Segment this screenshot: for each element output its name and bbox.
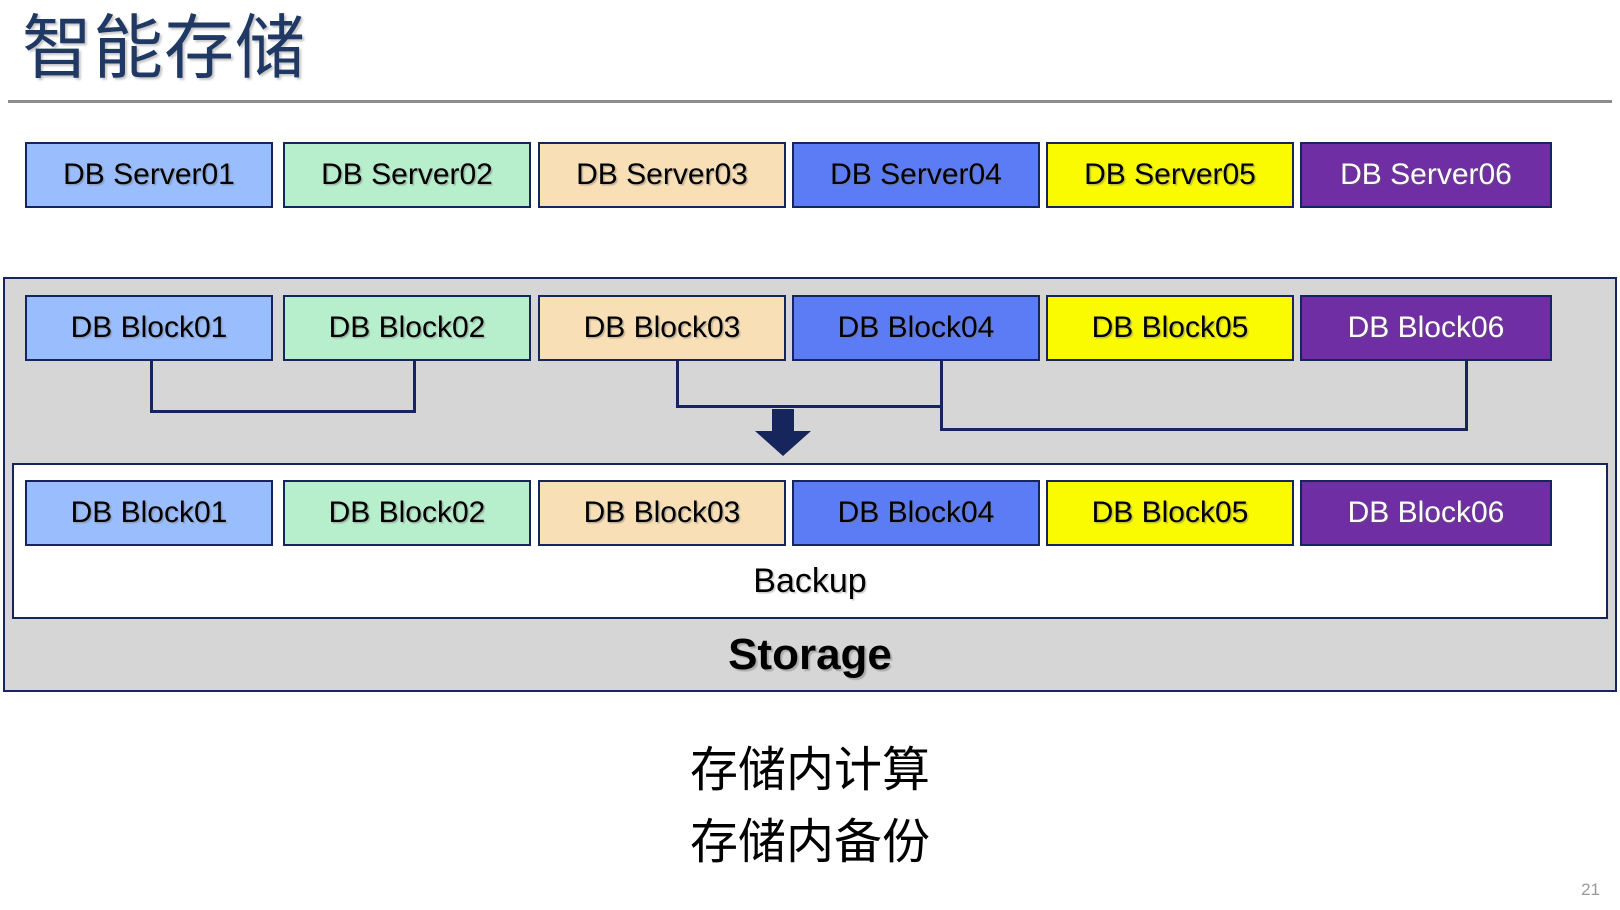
db-block-source-chip-3: DB Block03: [538, 295, 786, 361]
db-server-chip-3: DB Server03: [538, 142, 786, 208]
db-block-source-chip-4: DB Block04: [792, 295, 1040, 361]
db-block-source-chip-1: DB Block01: [25, 295, 273, 361]
db-block-backup-chip-label: DB Block03: [583, 496, 741, 529]
db-block-source-chip-6: DB Block06: [1300, 295, 1552, 361]
db-block-backup-chip-label: DB Block02: [328, 496, 486, 529]
db-block-backup-chip-2: DB Block02: [283, 480, 531, 546]
db-server-chip-4: DB Server04: [792, 142, 1040, 208]
db-block-source-chip-label: DB Block03: [583, 311, 741, 344]
db-block-source-chip-5: DB Block05: [1046, 295, 1294, 361]
db-block-backup-chip-1: DB Block01: [25, 480, 273, 546]
db-block-source-chip-label: DB Block04: [837, 311, 995, 344]
db-server-chip-label: DB Server06: [1340, 158, 1512, 191]
db-block-backup-chip-label: DB Block05: [1091, 496, 1249, 529]
page-number: 21: [1581, 880, 1600, 899]
db-block-backup-chip-label: DB Block01: [70, 496, 228, 529]
db-server-chip-label: DB Server02: [321, 158, 493, 191]
db-block-source-chip-label: DB Block01: [70, 311, 228, 344]
db-block-backup-chip-label: DB Block06: [1347, 496, 1505, 529]
db-server-chip-6: DB Server06: [1300, 142, 1552, 208]
db-block-source-chip-2: DB Block02: [283, 295, 531, 361]
page-title: 智能存储: [22, 9, 306, 87]
bracket-block01-block02-left: [150, 361, 153, 410]
bracket-block01-block02-right: [413, 361, 416, 410]
db-block-backup-chip-3: DB Block03: [538, 480, 786, 546]
db-server-chip-5: DB Server05: [1046, 142, 1294, 208]
db-server-chip-2: DB Server02: [283, 142, 531, 208]
db-block-backup-chip-6: DB Block06: [1300, 480, 1552, 546]
db-server-chip-label: DB Server01: [63, 158, 235, 191]
db-block-backup-chip-4: DB Block04: [792, 480, 1040, 546]
db-block-source-chip-label: DB Block05: [1091, 311, 1249, 344]
down-arrow-icon: [753, 409, 813, 457]
footer-line-1: 存储内计算: [689, 744, 930, 797]
bracket-block03-block04-bottom: [676, 405, 943, 408]
db-block-source-chip-label: DB Block06: [1347, 311, 1505, 344]
db-server-chip-1: DB Server01: [25, 142, 273, 208]
bracket-block05-block06-right: [1465, 361, 1468, 428]
db-server-chip-label: DB Server04: [830, 158, 1002, 191]
backup-label: Backup: [753, 562, 867, 600]
bracket-block05-block06-left: [940, 361, 943, 428]
bracket-block01-block02-bottom: [150, 410, 416, 413]
footer-line-2: 存储内备份: [689, 816, 930, 869]
footer-text: 存储内计算存储内备份: [0, 735, 1620, 879]
db-block-source-chip-label: DB Block02: [328, 311, 486, 344]
db-server-chip-label: DB Server03: [576, 158, 748, 191]
bracket-block03-block04-left: [676, 361, 679, 405]
db-server-chip-label: DB Server05: [1084, 158, 1256, 191]
title-divider: [8, 100, 1612, 103]
bracket-block05-block06-bottom: [940, 428, 1468, 431]
db-block-backup-chip-label: DB Block04: [837, 496, 995, 529]
db-block-backup-chip-5: DB Block05: [1046, 480, 1294, 546]
storage-label: Storage: [728, 630, 892, 679]
